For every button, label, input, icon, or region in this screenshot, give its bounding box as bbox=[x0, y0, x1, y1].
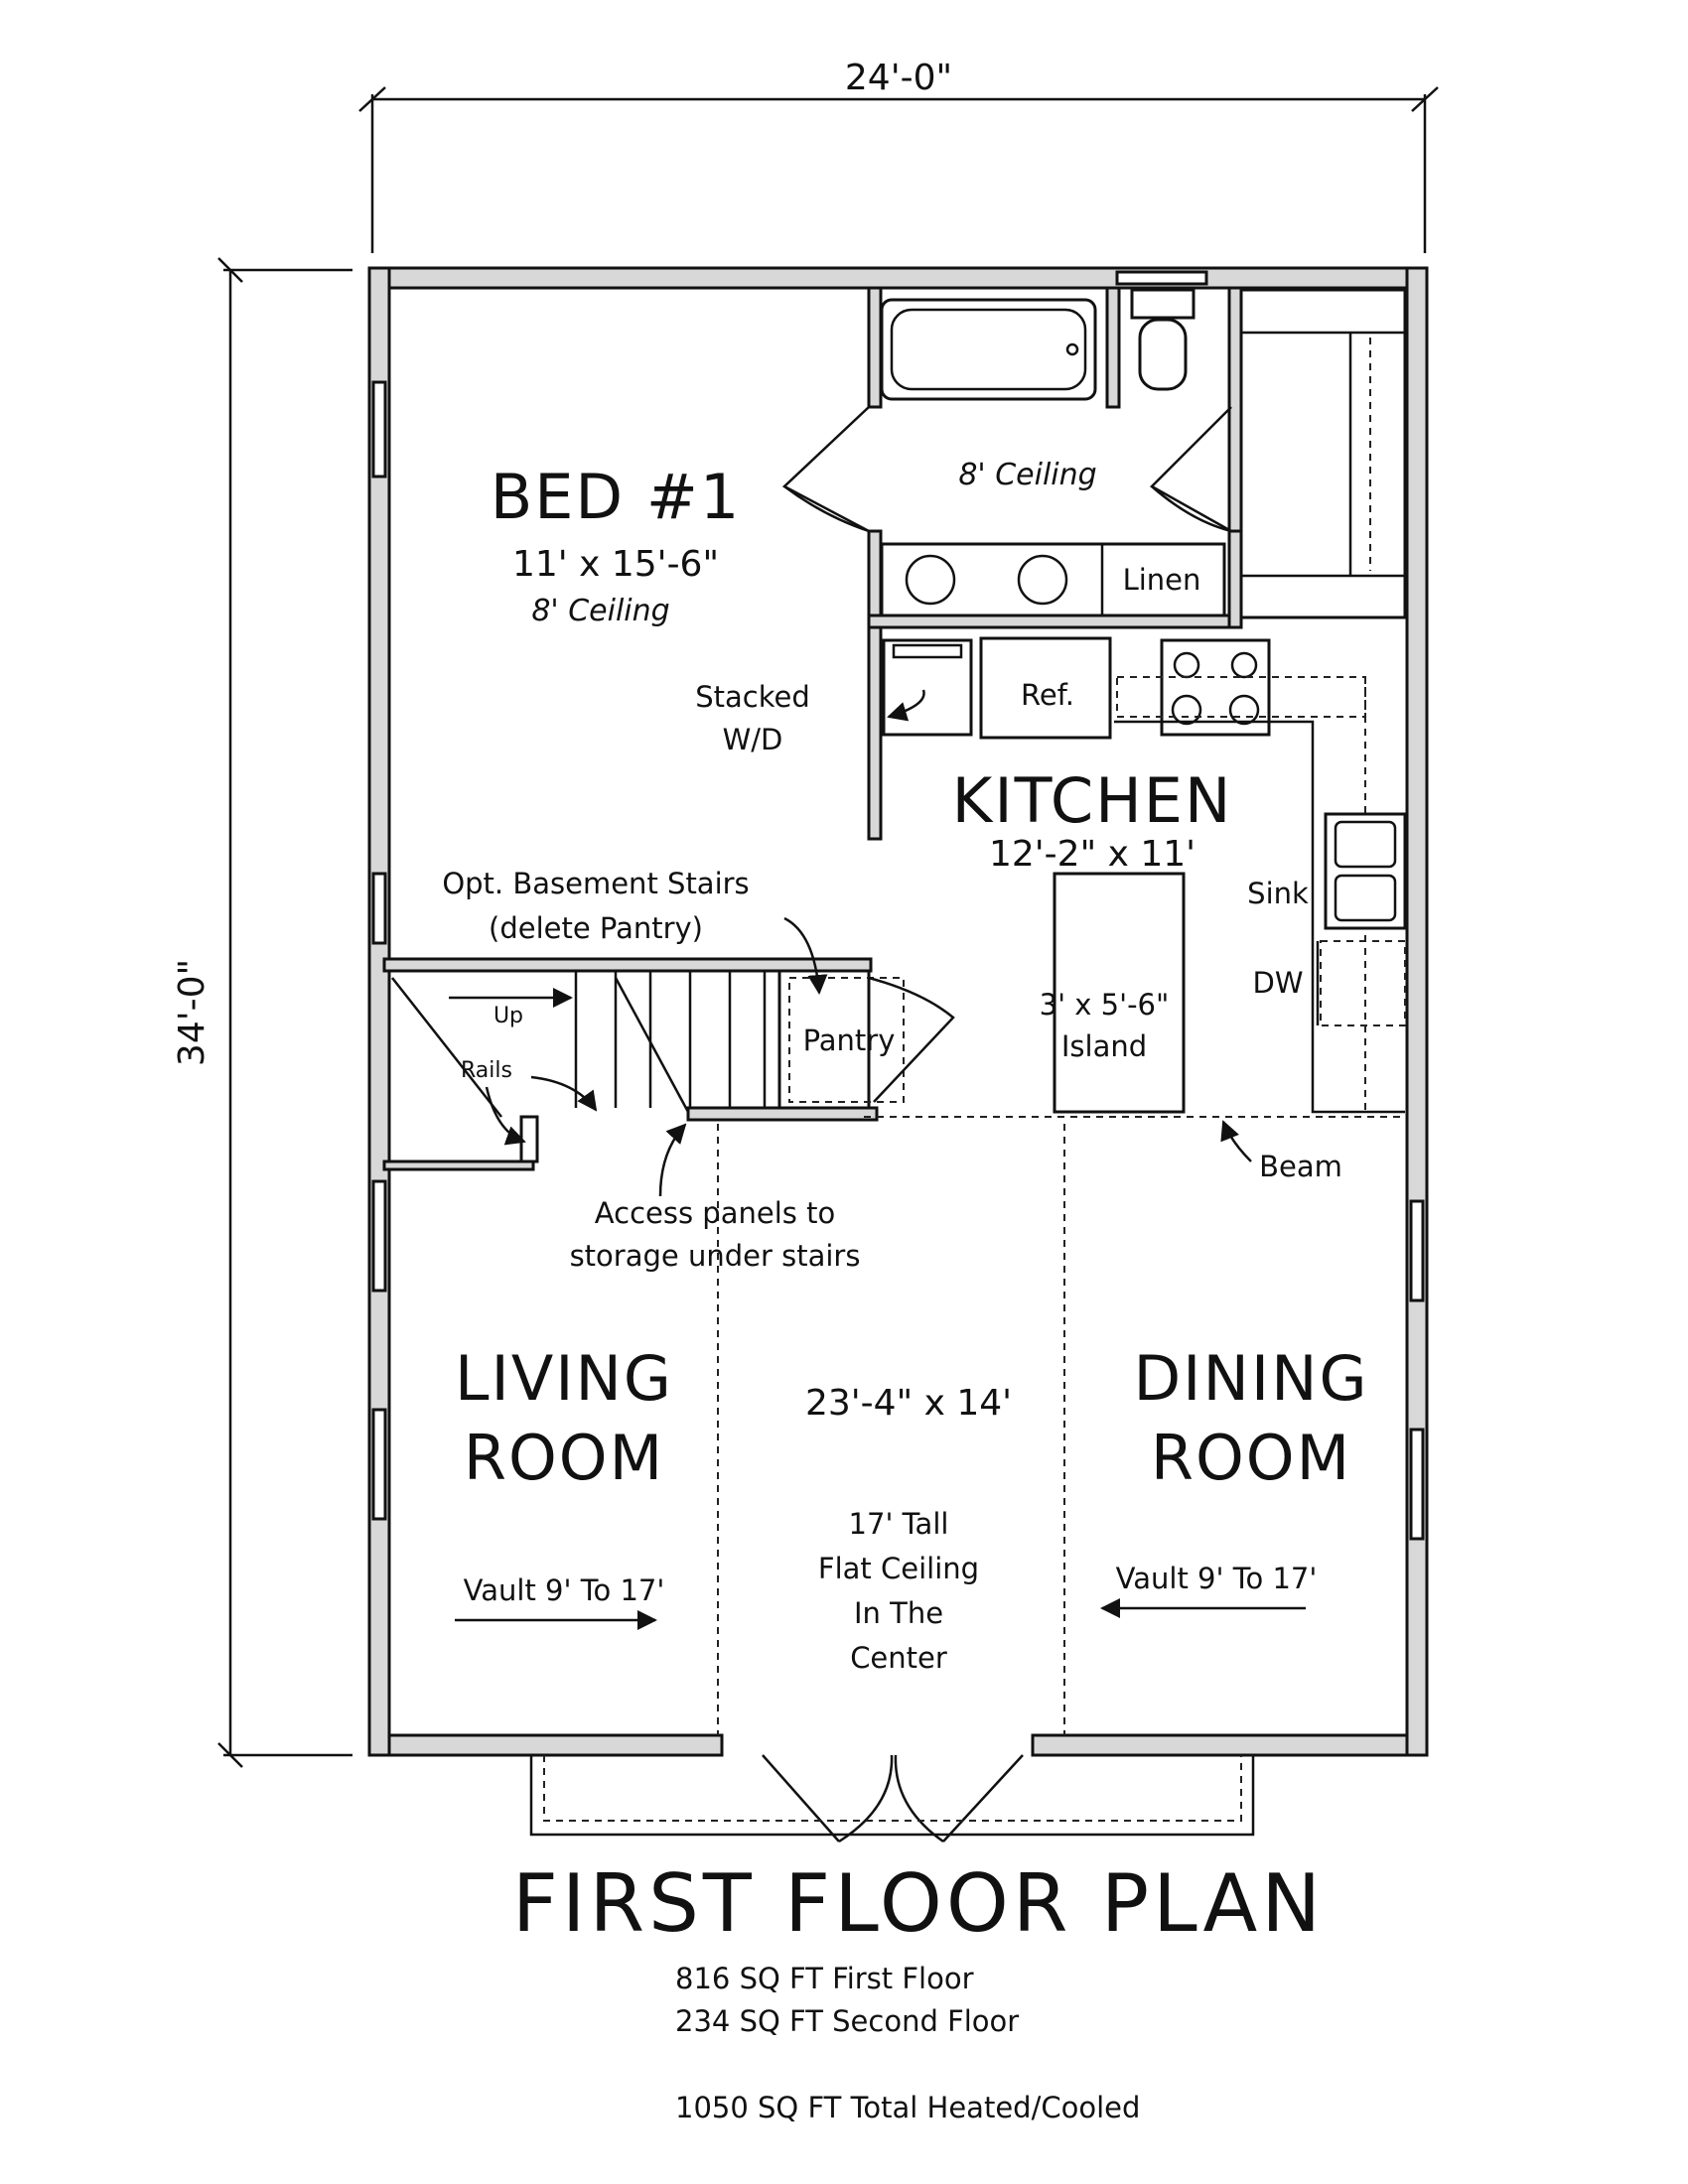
rails-label: Rails bbox=[461, 1058, 512, 1083]
dishwasher-label: DW bbox=[1252, 966, 1303, 1000]
total-area: 1050 SQ FT Total Heated/Cooled bbox=[675, 2091, 1140, 2124]
exterior-walls bbox=[367, 266, 1429, 1757]
kitchen-size: 12'-2" x 11' bbox=[989, 834, 1196, 875]
refrigerator-label: Ref. bbox=[1021, 678, 1074, 712]
island-size: 3' x 5'-6" bbox=[1040, 988, 1170, 1022]
island-label: Island bbox=[1061, 1029, 1147, 1063]
vanity bbox=[880, 542, 1226, 617]
width-dimension-label: 24'-0" bbox=[845, 58, 952, 98]
stacked-washer-dryer bbox=[882, 638, 973, 737]
sink-label: Sink bbox=[1247, 877, 1309, 910]
bed1-name: BED #1 bbox=[491, 461, 742, 533]
center-ceiling-line-2: Flat Ceiling bbox=[818, 1552, 979, 1585]
dishwasher bbox=[1316, 940, 1406, 1026]
delete-pantry-note: (delete Pantry) bbox=[489, 911, 703, 945]
linen-label: Linen bbox=[1123, 563, 1201, 597]
bath-ceiling: 8' Ceiling bbox=[958, 458, 1096, 492]
dining-room-name-2: ROOM bbox=[1151, 1422, 1351, 1494]
access-panels-note: Access panels to bbox=[595, 1196, 835, 1230]
toilet bbox=[1130, 288, 1196, 391]
plan-title: FIRST FLOOR PLAN bbox=[512, 1857, 1325, 1950]
windows bbox=[371, 270, 1425, 1541]
refrigerator bbox=[979, 636, 1112, 740]
island bbox=[1053, 872, 1186, 1114]
bed1-size: 11' x 15'-6" bbox=[512, 544, 719, 585]
basement-stairs-note: Opt. Basement Stairs bbox=[442, 867, 749, 900]
stacked-label: Stacked bbox=[695, 680, 810, 714]
living-room-name-2: ROOM bbox=[464, 1422, 664, 1494]
dining-room-name: DINING bbox=[1133, 1342, 1368, 1415]
storage-note: storage under stairs bbox=[570, 1239, 861, 1273]
interior-walls bbox=[382, 286, 1243, 1171]
stairs-up-label: Up bbox=[493, 1004, 523, 1028]
living-vault-note: Vault 9' To 17' bbox=[464, 1573, 665, 1607]
bed1-ceiling: 8' Ceiling bbox=[531, 594, 669, 628]
front-porch bbox=[529, 1755, 1255, 1837]
center-ceiling-line-3: In The bbox=[854, 1596, 943, 1630]
kitchen-name: KITCHEN bbox=[952, 764, 1233, 837]
center-ceiling-line-1: 17' Tall bbox=[849, 1507, 949, 1541]
closet bbox=[1239, 288, 1407, 619]
depth-dimension bbox=[217, 257, 352, 1768]
pantry-label: Pantry bbox=[803, 1024, 896, 1057]
width-dimension bbox=[358, 86, 1439, 253]
first-floor-area: 816 SQ FT First Floor bbox=[675, 1962, 974, 1995]
bathtub bbox=[880, 298, 1097, 401]
great-room-size: 23'-4" x 14' bbox=[805, 1383, 1012, 1424]
counters bbox=[1114, 676, 1405, 1114]
sink bbox=[1324, 812, 1407, 930]
second-floor-area: 234 SQ FT Second Floor bbox=[675, 2004, 1019, 2038]
angled-bath-walls bbox=[781, 406, 1232, 533]
washer-dryer-label: W/D bbox=[723, 723, 783, 756]
living-room-name: LIVING bbox=[455, 1342, 673, 1415]
beam-label: Beam bbox=[1259, 1150, 1342, 1183]
beams bbox=[717, 1116, 1405, 1735]
center-ceiling-line-4: Center bbox=[850, 1641, 947, 1675]
entry-doors bbox=[762, 1754, 1024, 1843]
range bbox=[1160, 638, 1271, 737]
dining-vault-note: Vault 9' To 17' bbox=[1116, 1562, 1318, 1595]
stairs bbox=[391, 971, 767, 1163]
depth-dimension-label: 34'-0" bbox=[172, 959, 212, 1066]
annotation-arrows bbox=[455, 689, 1306, 1630]
